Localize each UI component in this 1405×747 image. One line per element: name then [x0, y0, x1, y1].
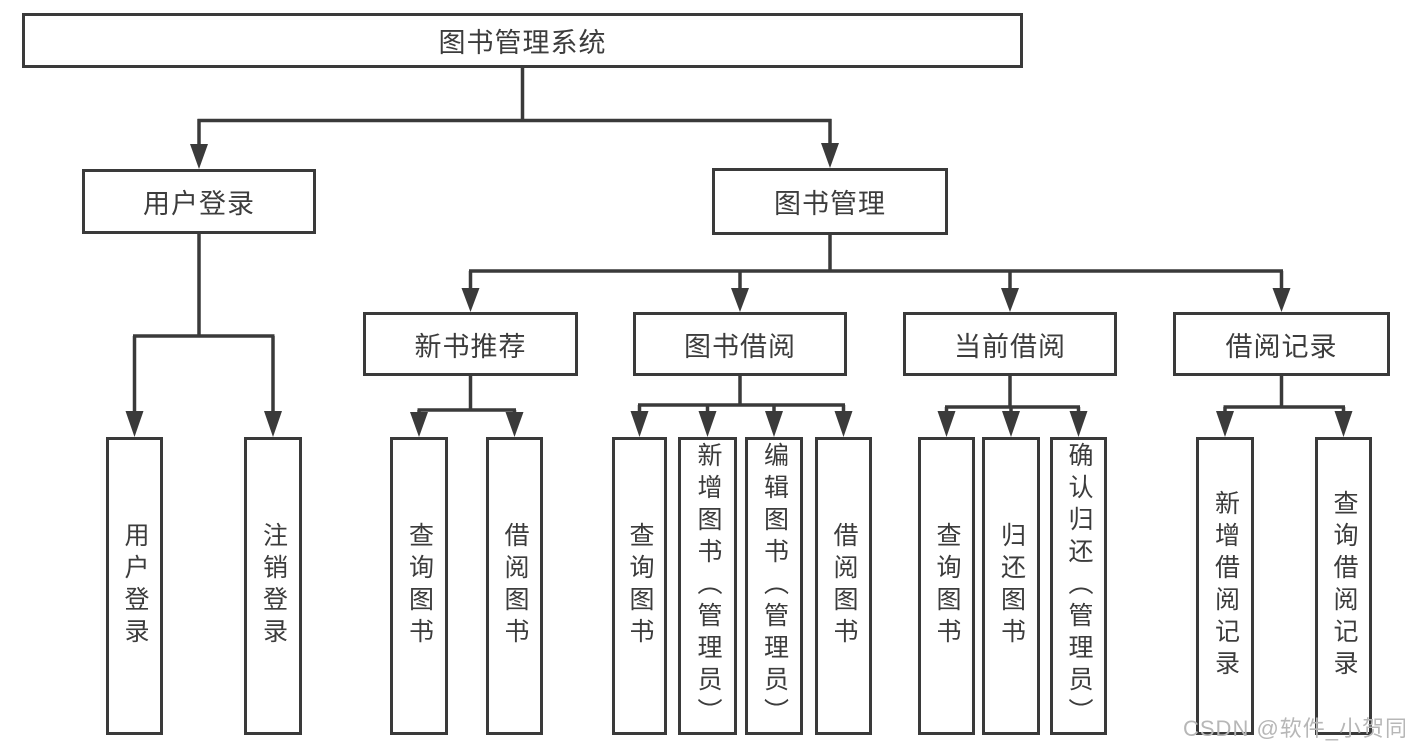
node-leaf-edit-books-admin: 编辑图书（管理员） [745, 437, 803, 735]
connector-borrow-records-to-leaves [1216, 376, 1353, 437]
node-label: 新书推荐 [414, 331, 527, 362]
node-label: 查询图书 [405, 522, 434, 650]
node-label: 借阅记录 [1225, 331, 1338, 362]
node-label: 查询图书 [933, 522, 961, 650]
node-label: 归还图书 [997, 522, 1026, 650]
node-current-borrowing: 当前借阅 [903, 312, 1117, 376]
node-label: 用户登录 [121, 522, 149, 650]
node-label: 用户登录 [143, 189, 255, 219]
node-leaf-user-login: 用户登录 [106, 437, 163, 735]
node-label: 编辑图书（管理员） [760, 442, 789, 730]
node-leaf-borrow-books-2: 借阅图书 [815, 437, 872, 735]
node-label: 新增借阅记录 [1211, 490, 1240, 682]
node-leaf-confirm-return-admin: 确认归还（管理员） [1050, 437, 1107, 735]
node-label: 图书管理系统 [438, 28, 607, 58]
node-leaf-query-books-2: 查询图书 [612, 437, 667, 735]
node-leaf-return-books: 归还图书 [982, 437, 1040, 735]
node-label: 当前借阅 [954, 331, 1066, 362]
connector-new-books-to-leaves [410, 376, 524, 437]
connector-root-to-level2 [190, 68, 839, 169]
node-leaf-query-borrow-record: 查询借阅记录 [1315, 437, 1372, 735]
node-label: 确认归还（管理员） [1065, 442, 1093, 730]
node-book-borrowing: 图书借阅 [633, 312, 847, 376]
node-leaf-add-borrow-record: 新增借阅记录 [1196, 437, 1254, 735]
connector-book-borrow-to-leaves [630, 376, 853, 437]
node-label: 注销登录 [259, 522, 288, 650]
connector-user-login-to-leaves [125, 234, 282, 437]
node-label: 借阅图书 [830, 522, 858, 650]
node-root-library-system: 图书管理系统 [22, 13, 1023, 68]
node-leaf-query-books-1: 查询图书 [390, 437, 448, 735]
node-leaf-query-books-3: 查询图书 [918, 437, 975, 735]
node-leaf-add-books-admin: 新增图书（管理员） [678, 437, 737, 735]
node-leaf-borrow-books-1: 借阅图书 [486, 437, 543, 735]
connector-book-mgmt-to-level3 [461, 235, 1291, 312]
node-new-book-recommend: 新书推荐 [363, 312, 578, 376]
node-label: 查询借阅记录 [1330, 490, 1358, 682]
csdn-watermark: CSDN @软件_小贺同学 [1183, 716, 1405, 741]
node-label: 图书管理 [774, 189, 886, 219]
connector-current-borrow-to-leaves [937, 376, 1088, 437]
node-user-login: 用户登录 [82, 169, 316, 234]
node-label: 图书借阅 [684, 331, 796, 362]
node-label: 借阅图书 [501, 522, 529, 650]
node-book-management: 图书管理 [712, 168, 948, 235]
node-borrowing-records: 借阅记录 [1173, 312, 1390, 376]
node-label: 查询图书 [626, 522, 654, 650]
node-label: 新增图书（管理员） [694, 442, 722, 730]
node-leaf-logout: 注销登录 [244, 437, 302, 735]
